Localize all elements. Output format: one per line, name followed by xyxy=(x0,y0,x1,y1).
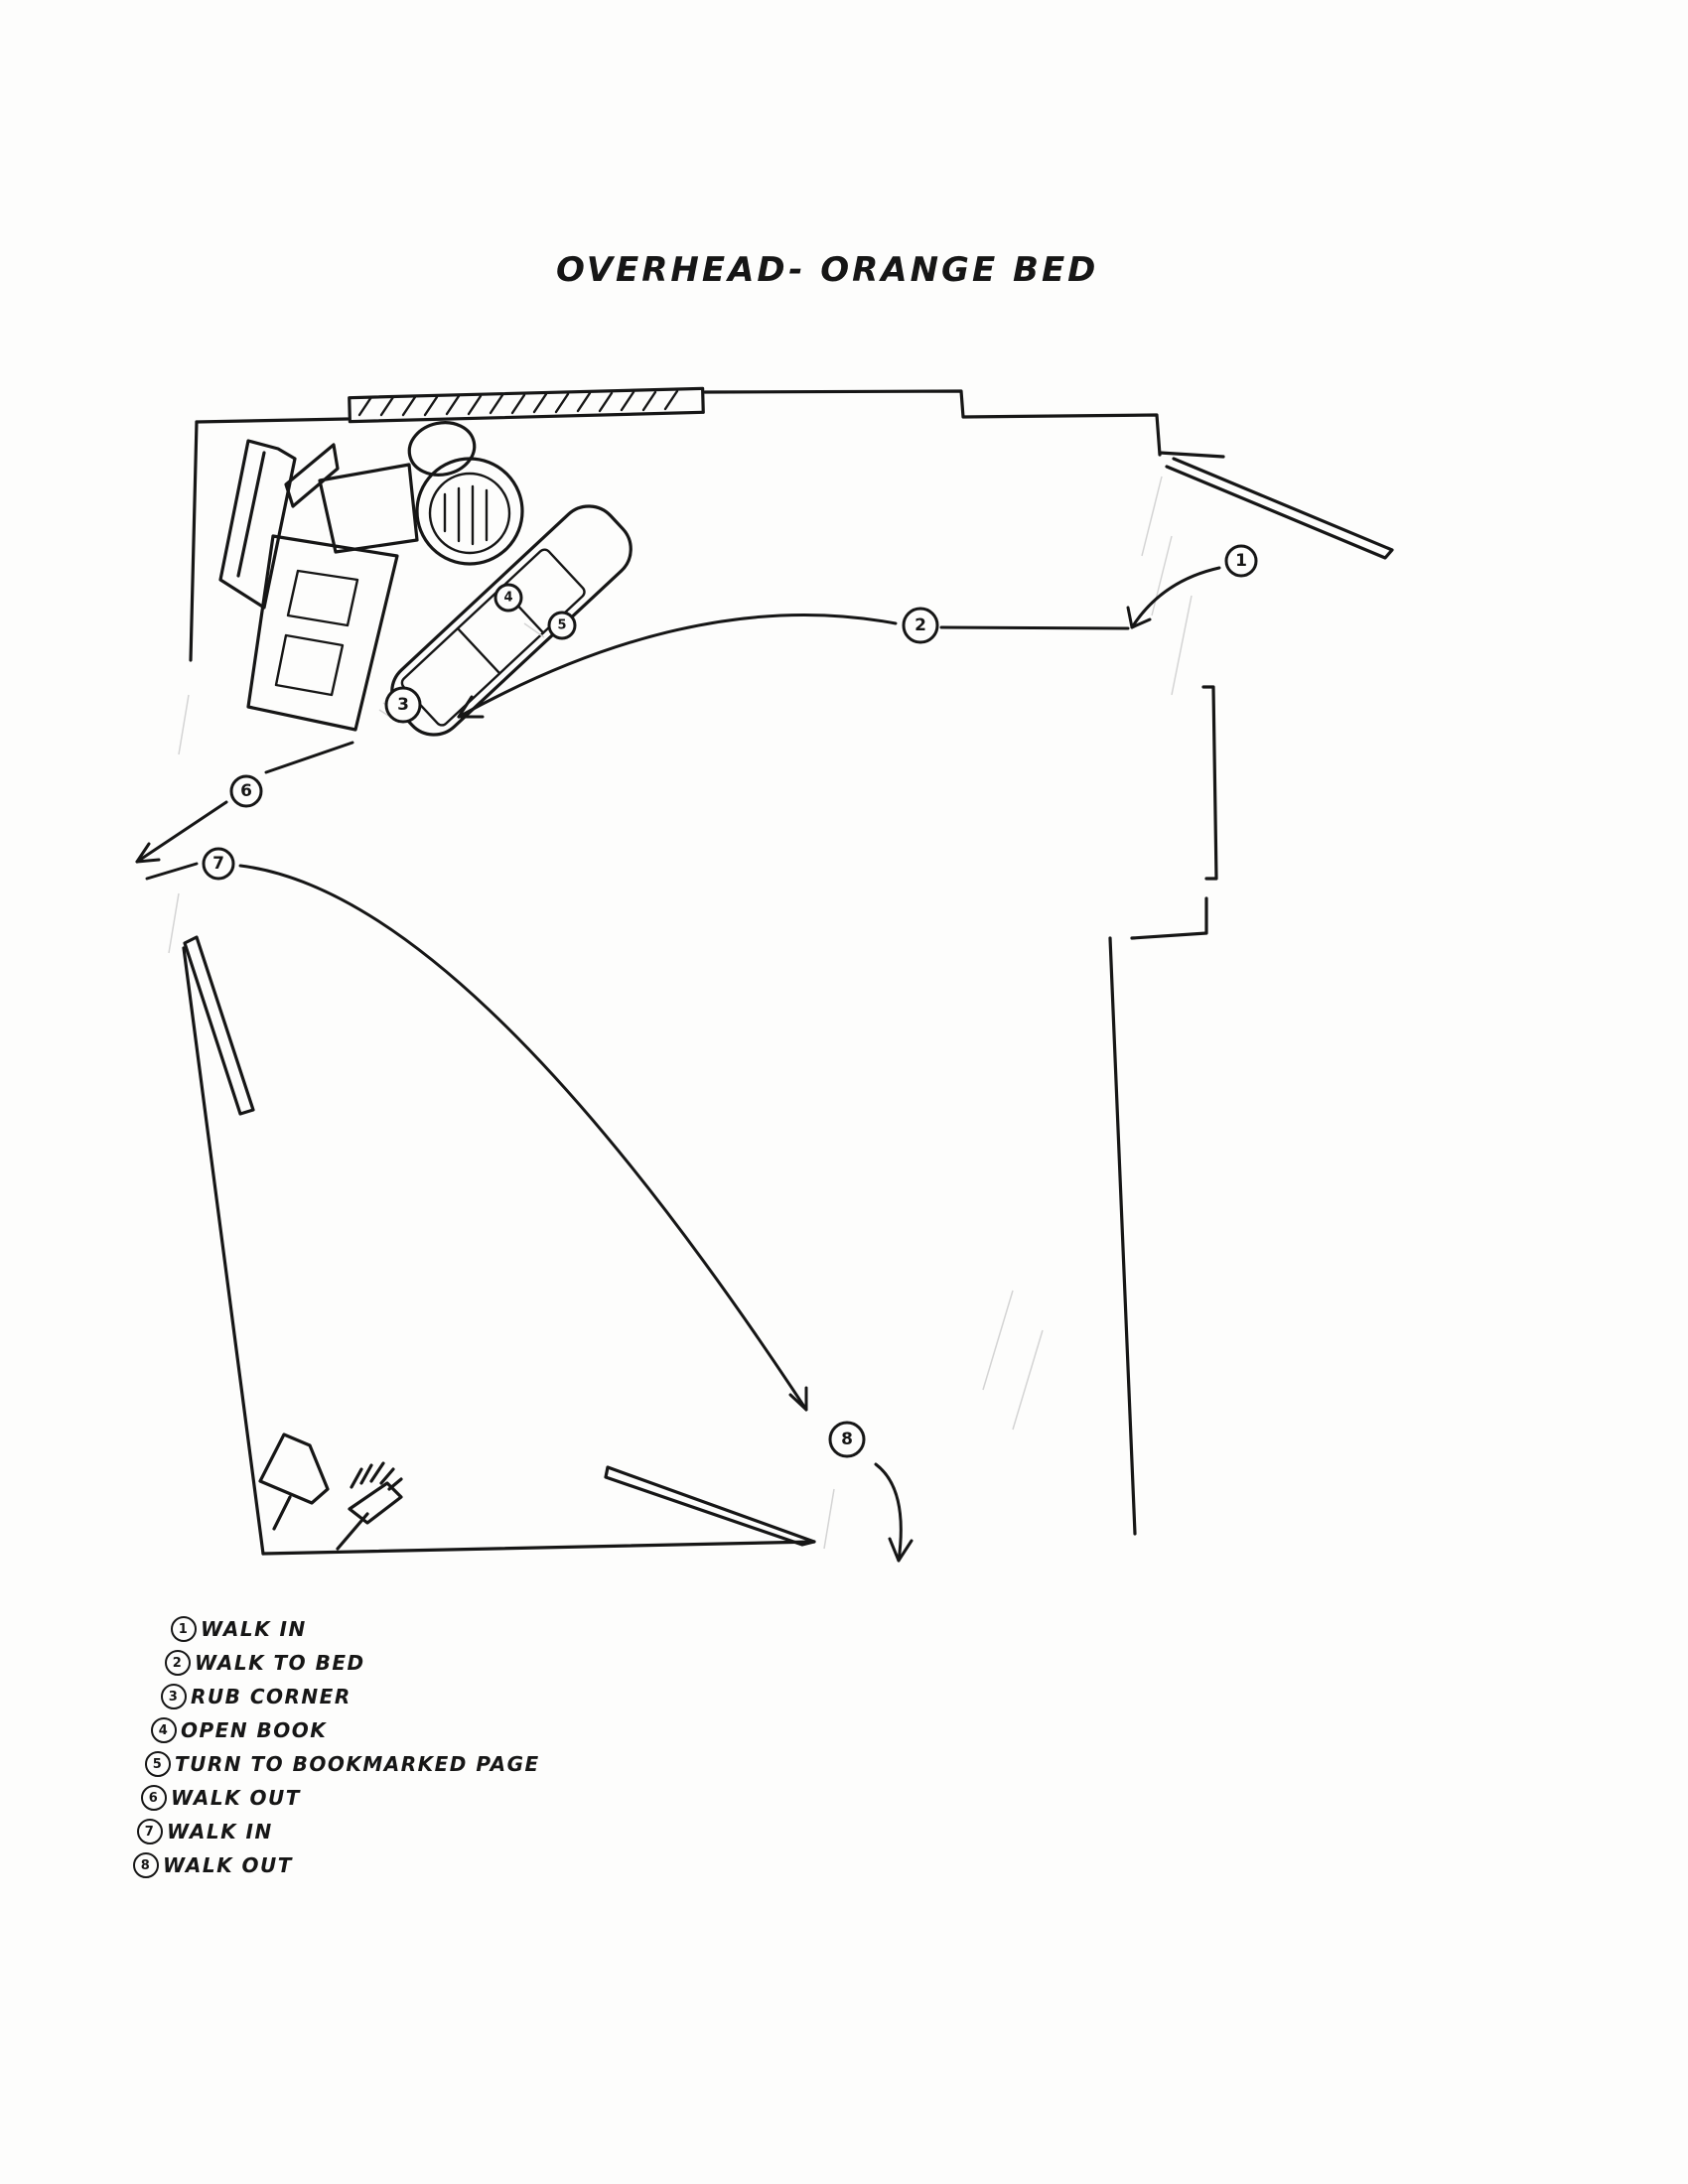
step-marker-2: 2 xyxy=(902,607,939,644)
legend-number: 2 xyxy=(165,1650,191,1676)
left-wall-upper xyxy=(189,420,199,662)
step-marker-5: 5 xyxy=(547,611,577,640)
step-marker-label: 5 xyxy=(557,618,566,633)
path-1 xyxy=(1130,566,1221,629)
legend-item: 3 RUB CORNER xyxy=(161,1680,610,1713)
step-marker-label: 4 xyxy=(503,591,512,606)
legend-label: OPEN BOOK xyxy=(181,1718,328,1742)
window xyxy=(348,386,705,424)
pencil-shading xyxy=(168,476,1193,1550)
legend-label: WALK OUT xyxy=(171,1786,301,1810)
step-marker-label: 8 xyxy=(841,1430,853,1449)
step-marker-3: 3 xyxy=(384,686,422,724)
step-marker-label: 1 xyxy=(1235,551,1247,571)
legend-item: 7 WALK IN xyxy=(137,1815,610,1848)
legend-number: 5 xyxy=(145,1751,171,1777)
path-2 xyxy=(457,614,1130,719)
diagram-title: OVERHEAD- ORANGE BED xyxy=(556,250,1099,290)
right-door-jamb xyxy=(1201,685,1218,881)
legend-item: 5 TURN TO BOOKMARKED PAGE xyxy=(145,1747,610,1781)
step-marker-6: 6 xyxy=(229,774,263,808)
step-marker-label: 3 xyxy=(397,695,409,715)
left-wall-lower xyxy=(182,946,265,1556)
path-8 xyxy=(874,1462,903,1563)
entry-door xyxy=(1158,451,1394,560)
step-marker-7: 7 xyxy=(202,847,235,881)
desk-drawer-top xyxy=(286,569,359,627)
movement-paths xyxy=(135,566,1221,1563)
legend-label: WALK IN xyxy=(201,1617,307,1641)
step-legend: 1 WALK IN 2 WALK TO BED 3 RUB CORNER 4 O… xyxy=(133,1612,610,1882)
legend-label: TURN TO BOOKMARKED PAGE xyxy=(175,1752,540,1776)
left-door xyxy=(183,935,255,1116)
legend-item: 4 OPEN BOOK xyxy=(151,1713,610,1747)
bottom-wall xyxy=(261,1540,816,1556)
step-marker-1: 1 xyxy=(1224,544,1258,578)
step-marker-label: 7 xyxy=(212,854,224,874)
legend-item: 8 WALK OUT xyxy=(133,1848,610,1882)
broom-icon xyxy=(336,1461,403,1551)
legend-label: WALK TO BED xyxy=(195,1651,365,1675)
top-wall xyxy=(195,389,1162,457)
legend-label: WALK IN xyxy=(167,1820,273,1843)
legend-number: 3 xyxy=(161,1684,187,1709)
legend-label: RUB CORNER xyxy=(191,1685,352,1708)
legend-number: 4 xyxy=(151,1717,177,1743)
book-stack xyxy=(284,443,419,554)
step-marker-8: 8 xyxy=(828,1421,866,1458)
step-marker-label: 6 xyxy=(240,781,252,801)
desk-drawer-bottom xyxy=(274,633,345,697)
legend-number: 8 xyxy=(133,1852,159,1878)
dustpan-icon xyxy=(258,1433,330,1531)
legend-number: 6 xyxy=(141,1785,167,1811)
legend-item: 6 WALK OUT xyxy=(141,1781,610,1815)
chair xyxy=(218,439,297,610)
bottom-door xyxy=(604,1465,816,1547)
path-6 xyxy=(135,741,354,864)
trash-bin-slats xyxy=(443,484,489,546)
trash-bin xyxy=(415,457,524,566)
legend-number: 1 xyxy=(171,1616,197,1642)
path-7 xyxy=(145,862,808,1412)
step-marker-4: 4 xyxy=(493,583,523,613)
legend-label: WALK OUT xyxy=(163,1853,293,1877)
legend-item: 2 WALK TO BED xyxy=(165,1646,610,1680)
desk xyxy=(246,534,399,732)
right-wall xyxy=(1108,896,1208,1536)
room-walls xyxy=(182,389,1218,1556)
stool xyxy=(407,421,477,477)
furniture-cluster xyxy=(218,421,633,737)
step-marker-label: 2 xyxy=(914,615,926,635)
legend-item: 1 WALK IN xyxy=(171,1612,610,1646)
legend-number: 7 xyxy=(137,1819,163,1844)
